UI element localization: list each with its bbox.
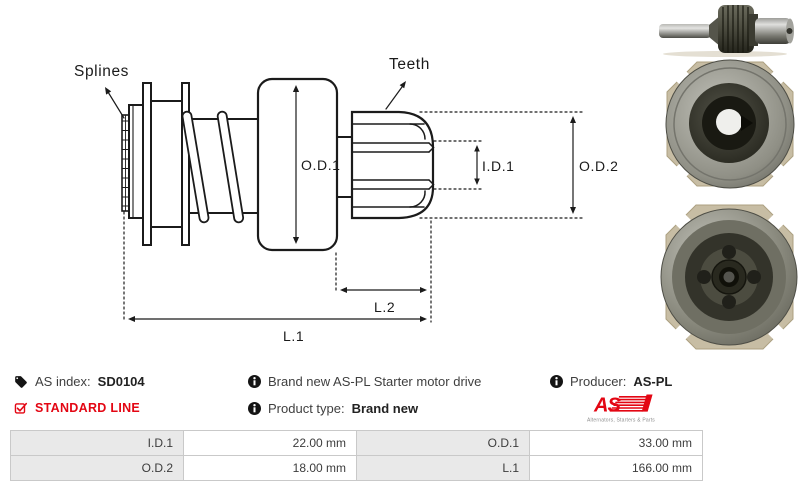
photo-rear-view <box>660 204 798 350</box>
as-index-label: AS index: <box>35 374 91 389</box>
product-photos <box>659 5 798 350</box>
spec-value-l1: 166.00 mm <box>529 455 703 481</box>
as-index-value: SD0104 <box>97 374 145 389</box>
splines-label: Splines <box>74 63 129 80</box>
spec-value-id1: 22.00 mm <box>183 430 357 456</box>
spec-value-od2: 18.00 mm <box>183 455 357 481</box>
photo-front-view <box>665 59 795 189</box>
spec-param-id1: I.D.1 <box>10 430 184 456</box>
teeth-label: Teeth <box>389 56 430 73</box>
spec-row-1: I.D.1 22.00 mm O.D.1 33.00 mm <box>10 430 703 456</box>
id1-dimension <box>474 145 480 185</box>
spec-param-l1: L.1 <box>356 455 530 481</box>
teeth-leader <box>385 81 406 110</box>
info-icon <box>248 375 261 388</box>
as-index-row: AS index: SD0104 <box>14 374 145 389</box>
photo-side-view <box>659 5 794 57</box>
l1-label: L.1 <box>283 328 304 344</box>
product-type-value: Brand new <box>351 401 419 416</box>
pinion-gear <box>350 110 435 220</box>
tag-icon <box>14 375 28 389</box>
spec-param-od2: O.D.2 <box>10 455 184 481</box>
spec-param-od1: O.D.1 <box>356 430 530 456</box>
technical-drawing: Splines Teeth O.D.1 I.D.1 O.D.2 L.2 L.1 <box>74 56 619 344</box>
standard-line-row: STANDARD LINE <box>14 401 140 415</box>
product-type-label: Product type: <box>268 401 345 416</box>
brand-new-row: Brand new AS-PL Starter motor drive <box>248 374 481 389</box>
checkbox-check-icon <box>14 401 28 415</box>
clutch-housing <box>256 77 339 252</box>
producer-label: Producer: <box>570 374 627 389</box>
l1-dimension <box>128 316 427 322</box>
spring <box>181 110 259 224</box>
product-type-row: Product type: Brand new <box>248 401 418 416</box>
l2-label: L.2 <box>374 299 395 315</box>
id1-label: I.D.1 <box>482 158 515 174</box>
spline-shaft <box>121 104 144 219</box>
logo-text: AS <box>593 395 621 417</box>
info-icon <box>550 375 563 388</box>
od2-dimension <box>570 116 576 214</box>
l2-dimension <box>340 287 427 293</box>
od1-dimension <box>292 85 300 244</box>
spec-table: I.D.1 22.00 mm O.D.1 33.00 mm O.D.2 18.0… <box>10 430 703 481</box>
splines-leader <box>105 87 125 119</box>
producer-value: AS-PL <box>633 374 673 389</box>
standard-line-label: STANDARD LINE <box>35 401 141 415</box>
od2-label: O.D.2 <box>579 158 619 174</box>
producer-row: Producer: AS-PL <box>550 374 672 389</box>
info-icon <box>248 402 261 415</box>
spec-row-2: O.D.2 18.00 mm L.1 166.00 mm <box>10 455 703 481</box>
flange-discs <box>142 82 190 246</box>
spec-value-od1: 33.00 mm <box>529 430 703 456</box>
brand-new-text: Brand new AS-PL Starter motor drive <box>268 374 482 389</box>
logo-tagline: Alternators, Starters & Parts <box>587 418 655 424</box>
od1-label: O.D.1 <box>301 157 341 173</box>
construction-lines <box>123 111 584 323</box>
as-pl-logo: AS Alternators, Starters & Parts <box>585 393 655 429</box>
